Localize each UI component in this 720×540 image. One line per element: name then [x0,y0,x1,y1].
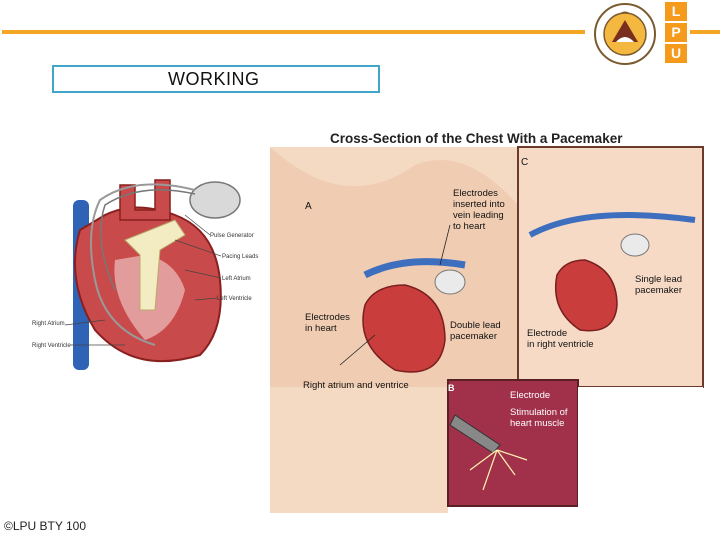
label-electrodes-inserted-2: inserted into [453,199,505,210]
label-electrodes-inserted-1: Electrodes [453,188,498,199]
double-lead-pacemaker-shape [435,270,465,294]
label-pulse-generator: Pulse Generator [210,233,254,239]
label-electrode-rv-2: in right ventricle [527,339,594,350]
single-lead-pacemaker-shape [621,234,649,256]
label-double-lead-2: pacemaker [450,331,497,342]
label-left-atrium: Left Atrium [222,276,251,282]
label-right-atrium-ventricle: Right atrium and ventrice [303,380,409,391]
panel-c-frame [518,147,703,387]
label-left-ventricle: Left Ventricle [217,296,252,302]
label-single-lead-2: pacemaker [635,285,682,296]
panel-c-label: C [521,157,528,168]
label-right-atrium: Right Atrium [32,321,65,327]
panel-a-lower-background [270,387,448,513]
slide-title: WORKING [168,69,260,90]
label-stimulation-1: Stimulation of [510,407,568,418]
label-electrodes-heart-1: Electrodes [305,312,350,323]
logo-letter-l: L [665,2,687,21]
label-electrodes-heart-2: in heart [305,323,337,334]
label-stimulation-2: heart muscle [510,418,564,429]
label-electrodes-inserted-3: vein leading [453,210,504,221]
panel-a-label: A [305,201,312,212]
university-seal-logo [590,2,660,66]
logo-letter-p: P [665,23,687,42]
label-double-lead-1: Double lead [450,320,501,331]
header-rule [2,30,585,34]
label-single-lead-1: Single lead [635,274,682,285]
aorta-shape [120,180,170,220]
figure-title: Cross-Section of the Chest With a Pacema… [330,131,623,146]
pulse-generator-shape [190,182,240,218]
label-electrodes-inserted-4: to heart [453,221,486,232]
logo-letter-u: U [665,44,687,63]
header-rule-right [690,30,720,34]
label-electrode: Electrode [510,390,550,401]
label-electrode-rv-1: Electrode [527,328,567,339]
label-right-ventricle: Right Ventricle [32,343,71,349]
heart-pacemaker-diagram: Pulse Generator Pacing Leads Left Atrium… [25,160,265,380]
footer-copyright: ©LPU BTY 100 [4,519,86,533]
panel-b-label: B [448,383,455,393]
chest-cross-section-diagram: Cross-Section of the Chest With a Pacema… [265,125,710,515]
panel-blank-area [578,387,703,513]
label-pacing-leads: Pacing Leads [222,254,258,260]
